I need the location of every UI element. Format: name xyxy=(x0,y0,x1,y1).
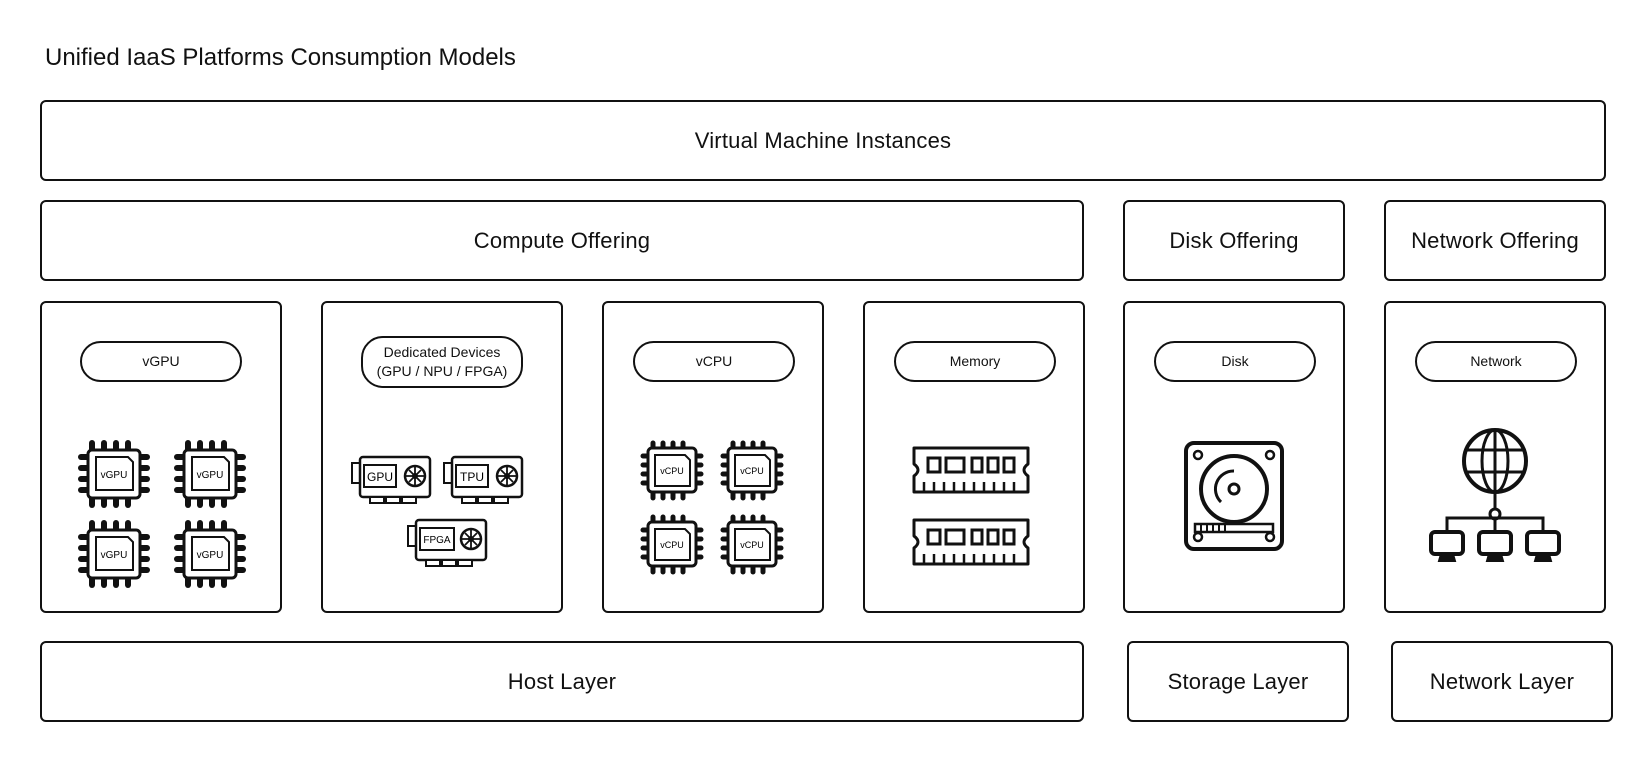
svg-text:TPU: TPU xyxy=(460,470,484,484)
svg-text:GPU: GPU xyxy=(367,470,393,484)
memory-label: Memory xyxy=(949,353,1001,370)
dedicated-devices-icon: GPU TPU FPGA xyxy=(350,455,524,568)
svg-text:vCPU: vCPU xyxy=(660,540,684,550)
network-layer-box: Network Layer xyxy=(1391,641,1613,722)
disk-offering-box: Disk Offering xyxy=(1123,200,1345,281)
vcpu-chip-icon: vCPU xyxy=(723,443,781,498)
network-label-pill: Network xyxy=(1415,341,1577,382)
host-layer-box: Host Layer xyxy=(40,641,1084,722)
svg-text:vCPU: vCPU xyxy=(740,466,764,476)
svg-text:vCPU: vCPU xyxy=(660,466,684,476)
svg-text:vGPU: vGPU xyxy=(101,470,128,481)
compute-offering-box: Compute Offering xyxy=(40,200,1084,281)
vgpu-chip-icon: vGPU xyxy=(177,523,243,585)
dedicated-devices-label-pill: Dedicated Devices (GPU / NPU / FPGA) xyxy=(361,336,523,388)
vgpu-chip-icon: vGPU xyxy=(177,443,243,505)
vcpu-chip-icon: vCPU xyxy=(723,517,781,572)
vcpu-label-pill: vCPU xyxy=(633,341,795,382)
svg-text:vGPU: vGPU xyxy=(101,550,128,561)
disk-label: Disk xyxy=(1221,353,1249,370)
memory-module-icon xyxy=(912,446,1030,494)
svg-text:vCPU: vCPU xyxy=(740,540,764,550)
vgpu-chip-icon: vGPU xyxy=(81,443,147,505)
computer-icon xyxy=(1525,530,1561,562)
network-offering-box: Network Offering xyxy=(1384,200,1606,281)
vgpu-chip-icon: vGPU xyxy=(81,523,147,585)
svg-text:vGPU: vGPU xyxy=(197,550,224,561)
vcpu-chip-icon: vCPU xyxy=(643,443,701,498)
dedicated-devices-line2: (GPU / NPU / FPGA) xyxy=(376,363,508,379)
diagram-title: Unified IaaS Platforms Consumption Model… xyxy=(45,44,516,71)
dedicated-devices-line1: Dedicated Devices xyxy=(383,344,501,361)
memory-module-icon xyxy=(912,518,1030,566)
tpu-card-icon: TPU xyxy=(442,455,524,505)
vgpu-label: vGPU xyxy=(142,353,180,370)
gpu-card-icon: GPU xyxy=(350,455,432,505)
storage-layer-box: Storage Layer xyxy=(1127,641,1349,722)
svg-text:vGPU: vGPU xyxy=(197,470,224,481)
memory-label-pill: Memory xyxy=(894,341,1056,382)
disk-label-pill: Disk xyxy=(1154,341,1316,382)
vcpu-chips-icon: vCPU vCPU vCPU vCPU xyxy=(640,440,790,580)
computer-icon xyxy=(1429,530,1465,562)
network-label: Network xyxy=(1470,353,1522,370)
globe-network-icon xyxy=(1429,428,1561,562)
fpga-card-icon: FPGA xyxy=(406,518,488,568)
vgpu-chips-icon: vGPU vGPU vGPU vGPU xyxy=(78,440,248,592)
virtual-machine-instances-box: Virtual Machine Instances xyxy=(40,100,1606,181)
svg-text:FPGA: FPGA xyxy=(423,535,451,546)
hard-drive-icon xyxy=(1184,441,1284,551)
computer-icon xyxy=(1477,530,1513,562)
vcpu-label: vCPU xyxy=(695,353,733,370)
vgpu-label-pill: vGPU xyxy=(80,341,242,382)
vcpu-chip-icon: vCPU xyxy=(643,517,701,572)
memory-modules-icon xyxy=(912,446,1030,566)
